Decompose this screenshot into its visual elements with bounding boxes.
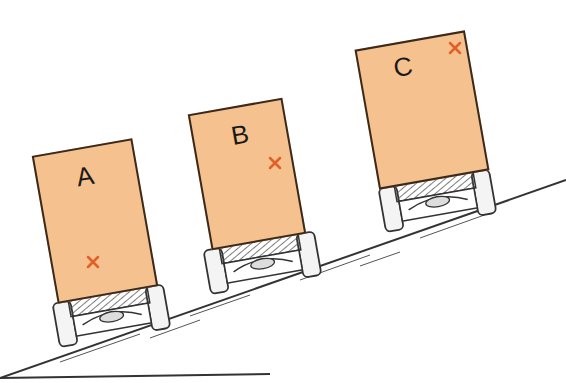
cargo-box: B: [188, 98, 307, 251]
cargo-box: C: [355, 30, 490, 189]
box-label: A: [74, 162, 96, 191]
box-label: C: [391, 52, 414, 81]
box-label: B: [229, 120, 251, 149]
cargo-box: A: [32, 138, 158, 303]
